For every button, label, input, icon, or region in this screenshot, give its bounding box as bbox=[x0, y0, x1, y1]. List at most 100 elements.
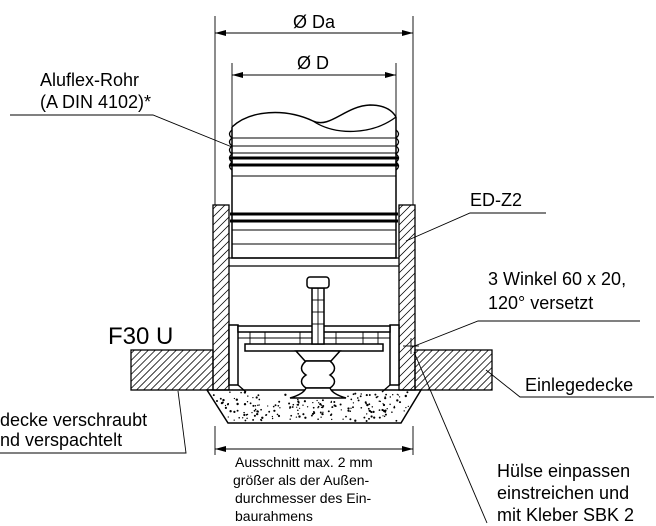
stipple-dot bbox=[347, 407, 350, 410]
arrowhead-right bbox=[385, 72, 396, 78]
stipple-dot bbox=[289, 418, 291, 420]
bolt-head bbox=[306, 276, 330, 289]
stipple-dot bbox=[295, 416, 298, 418]
stipple-dot bbox=[312, 406, 315, 409]
stipple-dot bbox=[403, 410, 405, 412]
stipple-dot bbox=[333, 401, 336, 403]
stipple-dot bbox=[284, 393, 287, 396]
stipple-dot bbox=[304, 416, 307, 419]
stipple-dot bbox=[247, 395, 249, 397]
stipple-dot bbox=[350, 407, 352, 409]
stipple-dot bbox=[297, 401, 300, 404]
stipple-dot bbox=[347, 395, 349, 398]
stipple-dot bbox=[256, 410, 259, 413]
hatch-line bbox=[212, 296, 230, 314]
stipple-dot bbox=[276, 413, 279, 416]
stipple-dot bbox=[342, 418, 344, 420]
hatch-line bbox=[469, 367, 493, 391]
stipple-dot bbox=[240, 391, 242, 394]
stipple-dot bbox=[268, 410, 271, 413]
stipple-dot bbox=[254, 408, 257, 411]
hatch-line bbox=[398, 304, 416, 322]
stipple-dot bbox=[318, 402, 320, 404]
stipple-dot bbox=[384, 396, 387, 400]
stipple-dot bbox=[357, 399, 360, 402]
hatch-line bbox=[462, 360, 493, 391]
stipple-dot bbox=[382, 415, 384, 417]
housing-leader bbox=[405, 212, 546, 242]
brackets-label-line1: 3 Winkel 60 x 20, bbox=[488, 269, 626, 289]
stipple-dot bbox=[256, 412, 259, 416]
stipple-dot bbox=[258, 398, 261, 401]
stipple-dot bbox=[302, 404, 304, 406]
stipple-dot bbox=[290, 414, 293, 417]
stipple-dot bbox=[255, 396, 258, 399]
stipple-dot bbox=[316, 399, 318, 402]
stipple-dot bbox=[271, 417, 274, 420]
stipple-dot bbox=[296, 404, 298, 406]
hatch-line bbox=[178, 355, 214, 391]
dimension-inner-diameter: Ø D bbox=[231, 53, 397, 126]
hatch-line bbox=[427, 349, 468, 391]
stipple-dot bbox=[406, 391, 409, 394]
cutout-note-line1: Ausschnitt max. 2 mm bbox=[235, 454, 373, 470]
stipple-dot bbox=[364, 401, 367, 404]
hatch-line bbox=[171, 349, 212, 391]
slab-left-hatching bbox=[130, 349, 214, 391]
stipple-dot bbox=[404, 394, 407, 398]
hatch-line bbox=[212, 360, 230, 378]
stipple-dot bbox=[349, 410, 352, 413]
stipple-dot bbox=[257, 404, 259, 407]
housing-ed-z2 bbox=[212, 204, 416, 391]
stipple-dot bbox=[272, 405, 275, 408]
stipple-dot bbox=[212, 394, 215, 397]
hatch-line bbox=[212, 304, 230, 322]
stipple-dot bbox=[363, 416, 366, 419]
hatch-line bbox=[212, 208, 230, 226]
stipple-dot bbox=[396, 399, 399, 402]
ceiling-slab-left bbox=[130, 349, 214, 391]
valve-cone bbox=[294, 350, 342, 362]
hatch-line bbox=[130, 349, 142, 361]
stipple-dot bbox=[229, 410, 232, 413]
stipple-dot bbox=[347, 409, 350, 412]
stipple-dot bbox=[236, 409, 239, 412]
hatch-line bbox=[212, 216, 230, 234]
hatch-line bbox=[212, 264, 230, 282]
hatch-line bbox=[136, 349, 177, 391]
pipe-label-line1: Aluflex-Rohr bbox=[40, 70, 139, 90]
stipple-dot bbox=[246, 400, 249, 403]
stipple-dot bbox=[243, 411, 245, 414]
hatch-line bbox=[401, 376, 416, 391]
stipple-dot bbox=[298, 407, 301, 409]
hatch-line bbox=[398, 328, 416, 346]
stipple-dot bbox=[306, 406, 309, 408]
hatch-line bbox=[398, 288, 416, 306]
stipple-dot bbox=[331, 406, 334, 409]
stipple-dot bbox=[393, 406, 396, 409]
hatch-line bbox=[398, 248, 416, 266]
valve-disc-outline bbox=[205, 389, 423, 424]
hatch-line bbox=[212, 328, 230, 346]
hatch-line bbox=[441, 349, 482, 391]
inlay-ceiling-label: Einlegedecke bbox=[525, 375, 633, 395]
hatch-line bbox=[130, 349, 149, 368]
stipple-dot bbox=[327, 410, 330, 413]
hatch-line bbox=[398, 360, 416, 378]
stipple-dot bbox=[330, 401, 332, 403]
stipple-dot bbox=[322, 411, 324, 414]
hatch-line bbox=[130, 349, 156, 375]
stipple-dot bbox=[251, 411, 253, 414]
stipple-dot bbox=[354, 392, 357, 395]
aluflex-pipe bbox=[228, 104, 400, 259]
sleeve-leader bbox=[413, 351, 488, 524]
stipple-dot bbox=[216, 400, 218, 402]
stipple-dot bbox=[277, 414, 281, 418]
stipple-dot bbox=[378, 400, 381, 402]
pipe-body bbox=[231, 104, 397, 259]
stipple-dot bbox=[320, 416, 322, 418]
stipple-dot bbox=[330, 413, 333, 416]
valve-nut bbox=[300, 360, 336, 389]
stipple-dot bbox=[303, 400, 306, 403]
